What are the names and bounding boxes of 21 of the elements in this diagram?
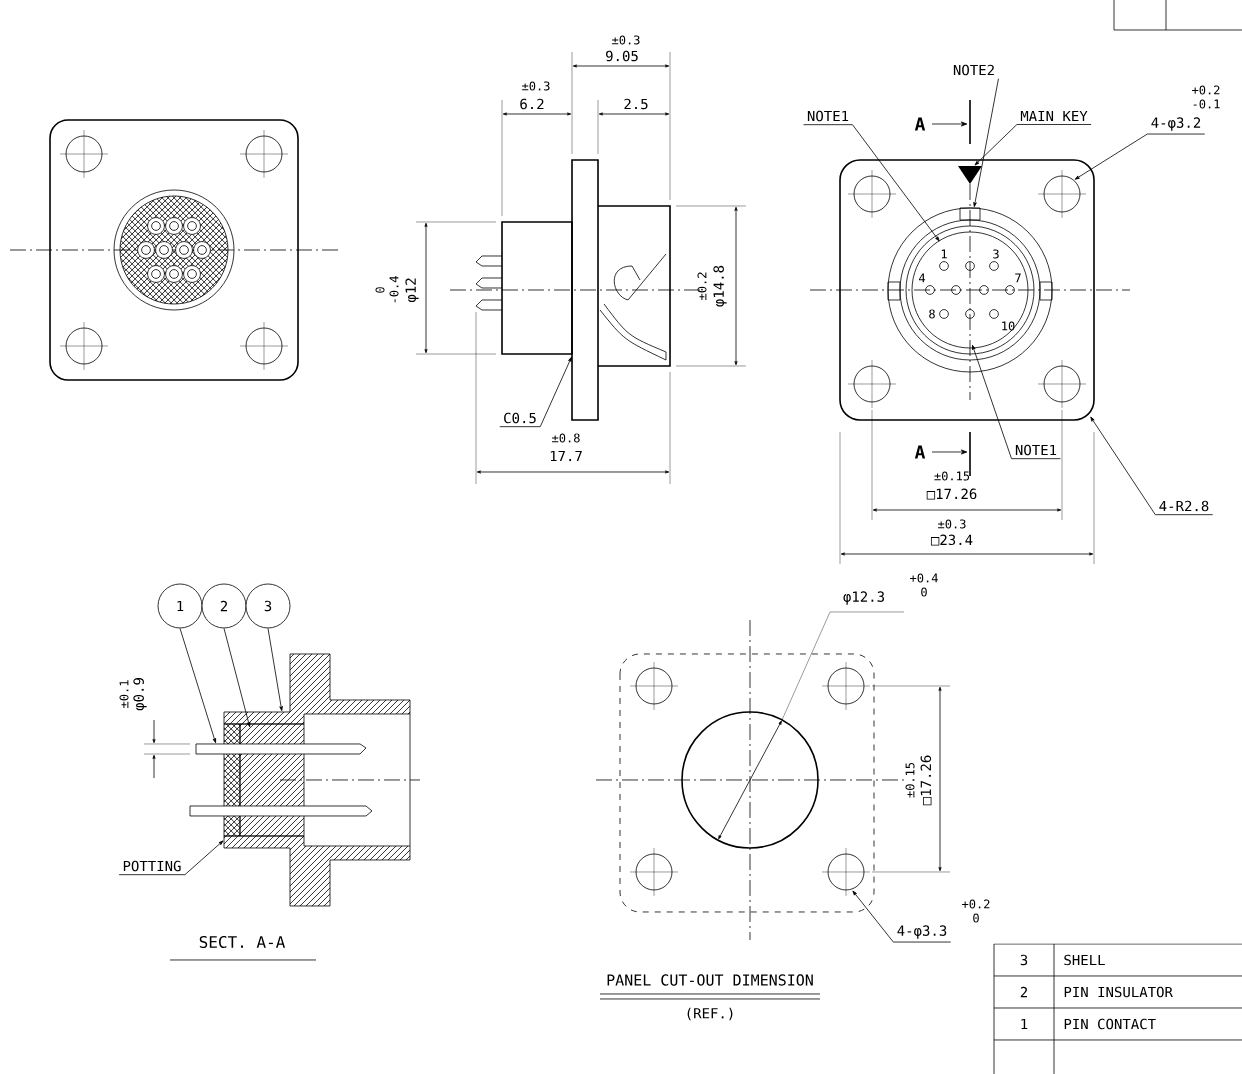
leader-line bbox=[223, 628, 251, 728]
leader-line bbox=[267, 628, 283, 712]
section-letter: A bbox=[914, 445, 926, 459]
leader-line bbox=[974, 124, 1018, 166]
leader-line bbox=[1090, 416, 1156, 516]
section-letter: A bbox=[914, 117, 926, 131]
leader-line bbox=[1074, 133, 1148, 180]
section-view-drawing bbox=[239, 723, 305, 837]
leader-line bbox=[852, 890, 894, 943]
leader-line bbox=[972, 344, 1012, 460]
leader-line bbox=[539, 356, 572, 428]
rear-view-drawing bbox=[809, 159, 1131, 421]
section-view-drawing bbox=[189, 723, 421, 837]
side-view-drawing bbox=[449, 159, 701, 421]
leader-line bbox=[852, 124, 940, 242]
leader-line bbox=[179, 628, 217, 744]
section-view-drawing bbox=[223, 713, 411, 907]
leader-line bbox=[973, 78, 999, 208]
view-title: SECT. A-A bbox=[199, 935, 286, 949]
leader-line bbox=[184, 840, 224, 876]
section-view-drawing bbox=[223, 653, 411, 725]
